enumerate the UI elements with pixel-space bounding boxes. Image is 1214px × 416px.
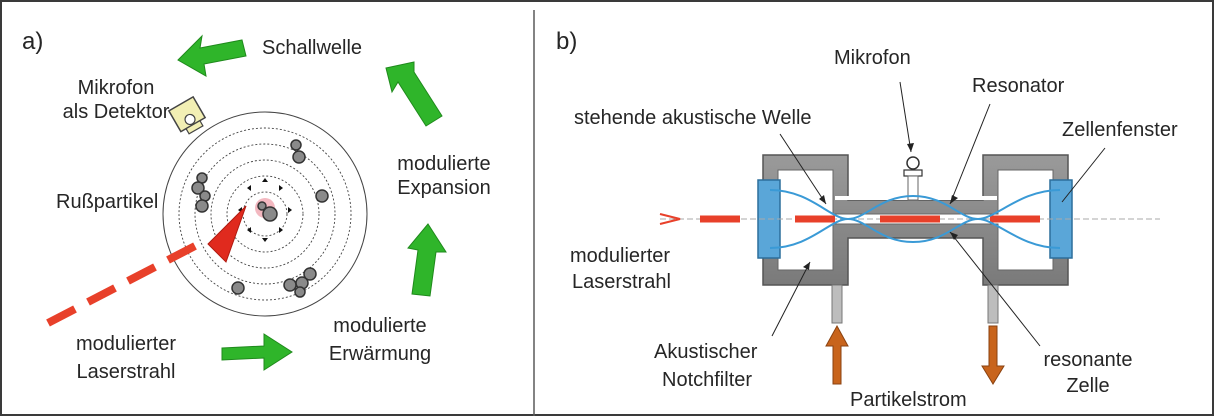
standing-wave	[769, 189, 1061, 249]
microphone-icon	[167, 95, 207, 135]
mikrofon-b-label: Mikrofon	[834, 47, 911, 69]
laser-beam-a	[46, 242, 197, 327]
particle-flow-out-arrow	[981, 325, 1005, 385]
arrow-modulated-heating-up	[407, 223, 447, 297]
particle-flow-in-arrow	[825, 324, 849, 385]
arrow-schallwelle	[177, 34, 247, 77]
resonant-cell-label-line2: Zelle	[1066, 375, 1110, 397]
russpartikel-label: Rußpartikel	[56, 191, 159, 213]
standing-wave-label: stehende akustische Welle	[574, 107, 812, 129]
erwaermung-label-line2: Erwärmung	[328, 343, 432, 365]
soot-particles	[191, 139, 329, 298]
expansion-label-line1: modulierte	[397, 153, 491, 175]
partikelstrom-label: Partikelstrom	[850, 389, 967, 411]
leader-arrowheads	[803, 143, 958, 270]
mikrofon-label-line2: als Detektor	[62, 101, 170, 123]
outlet-pipe	[987, 284, 999, 324]
arrow-modulated-heating-right	[221, 333, 293, 371]
laser-b-label-line2: Laserstrahl	[572, 271, 671, 293]
panel-a-label: a)	[22, 28, 44, 55]
outer-circle	[162, 111, 368, 317]
resonant-cell-label-line1: resonante	[1043, 349, 1133, 371]
expansion-label-line2: Expansion	[397, 177, 491, 199]
laser-arrowhead	[207, 205, 247, 263]
panel-b-label: b)	[556, 28, 578, 55]
leader-lines	[771, 81, 1106, 347]
notchfilter-label-line1: Akustischer	[654, 341, 758, 363]
resonator-label: Resonator	[972, 75, 1065, 97]
laser-b-label-line1: modulierter	[570, 245, 671, 267]
schallwelle-label: Schallwelle	[262, 37, 363, 59]
center-arrows	[238, 178, 292, 242]
arrow-expansion	[385, 61, 443, 127]
zellenfenster-label: Zellenfenster	[1062, 119, 1178, 141]
laser-a-label-line1: modulierter	[75, 333, 177, 355]
microphone-b-icon	[903, 156, 923, 201]
erwaermung-label-line1: modulierte	[333, 315, 427, 337]
inlet-pipe	[831, 284, 843, 324]
laser-in-arrow	[659, 213, 681, 225]
mikrofon-label-line1: Mikrofon	[77, 77, 155, 99]
laser-a-label-line2: Laserstrahl	[76, 361, 176, 383]
notchfilter-label-line2: Notchfilter	[662, 369, 753, 391]
